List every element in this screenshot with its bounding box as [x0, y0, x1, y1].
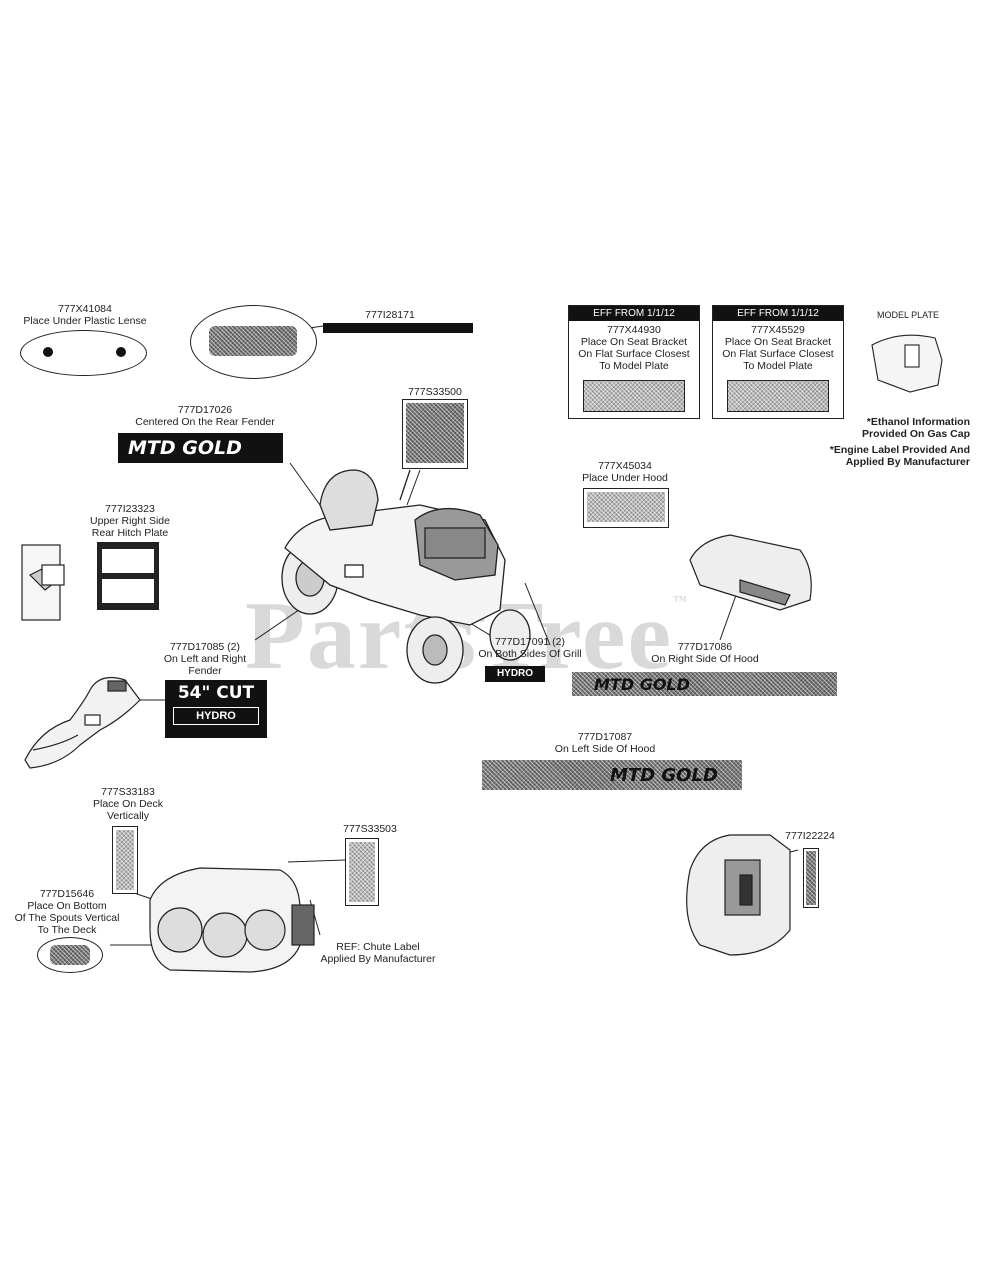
hood-decal-777x45034	[583, 488, 669, 528]
cut-hydro-decal: 54" CUT HYDRO	[165, 680, 267, 738]
label-777s33500: 777S33500	[408, 386, 462, 398]
deck-decal-777s33503	[345, 838, 379, 906]
label-777s33503: 777S33503	[343, 823, 397, 835]
lense-decal	[20, 330, 147, 376]
spout-decal	[37, 937, 103, 973]
warning-decal-777s33500	[402, 399, 468, 469]
gas-cap-drawing	[871, 334, 943, 393]
hood-drawing	[689, 534, 812, 611]
deck-decal-777s33183	[112, 826, 138, 894]
mtd-gold-decal: MTD GOLD	[118, 433, 283, 463]
ellipse-decal	[190, 305, 317, 379]
hydro-small-decal: HYDRO	[485, 666, 545, 682]
strip-decal	[323, 323, 473, 333]
mtd-right-hood-decal: MTD GOLD	[572, 672, 837, 696]
engine-drawing	[686, 834, 791, 956]
label-777i22224: 777I22224	[785, 830, 835, 842]
label-777d17091: 777D17091 (2)On Both Sides Of Grill	[478, 636, 582, 660]
label-model-plate: MODEL PLATE	[876, 310, 939, 320]
label-777i28171: 777I28171	[365, 309, 415, 321]
fender-drawing	[24, 677, 141, 769]
hitch-decal	[97, 542, 159, 610]
hitch-plate-drawing	[21, 544, 65, 621]
deck-drawing	[149, 867, 315, 973]
engine-decal-777i22224	[803, 848, 819, 908]
mtd-left-hood-decal: MTD GOLD	[482, 760, 742, 790]
